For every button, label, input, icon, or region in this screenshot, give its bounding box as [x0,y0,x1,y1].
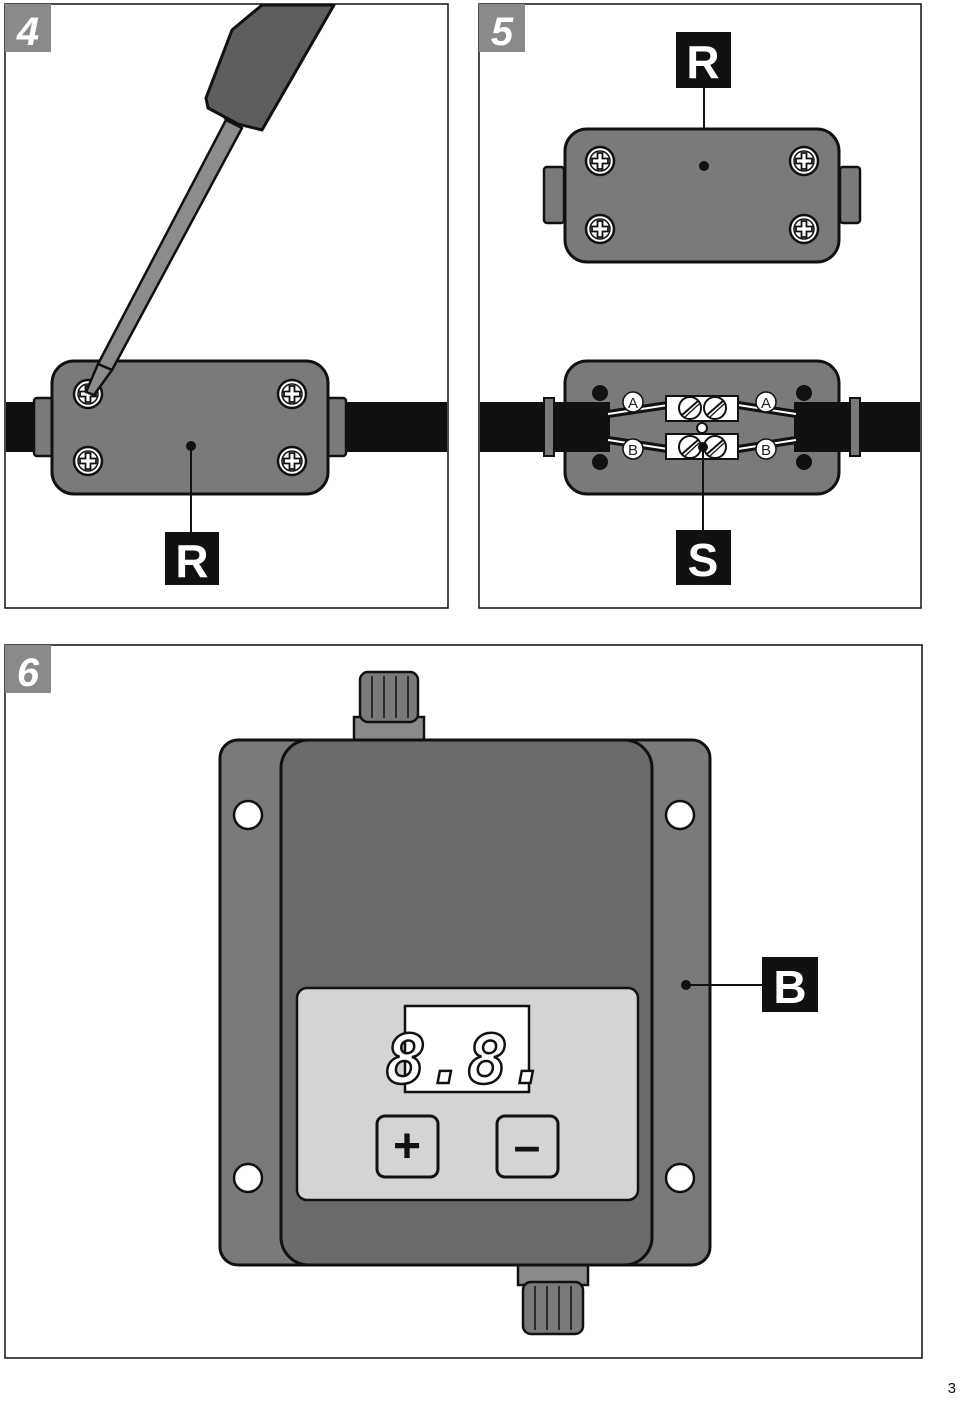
figure-5-number-badge [479,4,525,52]
figure-6-number-badge [5,645,51,693]
screw-icon [276,378,308,410]
screwdriver-icon [84,3,336,397]
junction-box-lid [563,127,841,264]
screw-icon [584,213,616,245]
figure-5-number: 5 [491,10,514,54]
callout-label-r: R [686,36,719,88]
screw-icon [72,445,104,477]
callout-label-b: B [773,961,806,1013]
cable-inside-right [794,402,839,452]
lcd-display-icon [403,1004,531,1094]
terminal-a-marker [755,391,777,413]
cable-gland-left-icon [542,165,566,225]
page-number: 3 [947,1380,956,1397]
screw-icon [788,213,820,245]
plus-button[interactable] [375,1114,440,1179]
callout-box-r [676,32,731,88]
cable-gland-top-icon [352,670,426,744]
figure-5-frame [478,3,922,609]
figure-6-number: 6 [17,651,40,695]
cable-gland-right-icon [838,165,862,225]
screw-icon [584,145,616,177]
lcd-readout: 8.8. [385,1021,549,1100]
mount-hole [592,385,608,401]
terminal-a-marker [622,391,644,413]
mount-hole [796,454,812,470]
terminal-b-label: B [761,442,771,459]
callout-dot [699,161,709,171]
screw-icon [276,445,308,477]
terminal-b-marker [622,438,644,460]
callout-box-r [165,532,219,585]
cable-gland-left-icon [543,397,555,457]
callout-box-b [762,957,818,1012]
plus-button-label: + [393,1120,421,1173]
callout-label-s: S [688,534,719,586]
cable-inside-left [565,402,610,452]
terminal-b-label: B [628,442,638,459]
terminal-b-marker [755,438,777,460]
figure-6: 6 8.8. + [4,644,923,1359]
mount-hole [232,1162,264,1194]
callout-label-r: R [175,535,208,587]
callout-box-s [676,530,731,585]
minus-button-label: – [514,1120,541,1173]
mount-hole [664,799,696,831]
terminal-a-label: A [628,395,638,412]
mount-hole [232,799,264,831]
cable-gland-bottom-icon [516,1261,590,1336]
mount-hole [664,1162,696,1194]
figure-5: 5 R [478,3,922,609]
mount-hole [796,385,812,401]
cable-gland-right-icon [849,397,861,457]
terminal-a-label: A [761,395,771,412]
figure-4-number-badge [5,4,51,52]
screw-icon [788,145,820,177]
mount-hole [592,454,608,470]
figure-4: 4 R [4,3,449,609]
minus-button[interactable] [495,1114,560,1179]
figure-4-number: 4 [16,10,39,54]
